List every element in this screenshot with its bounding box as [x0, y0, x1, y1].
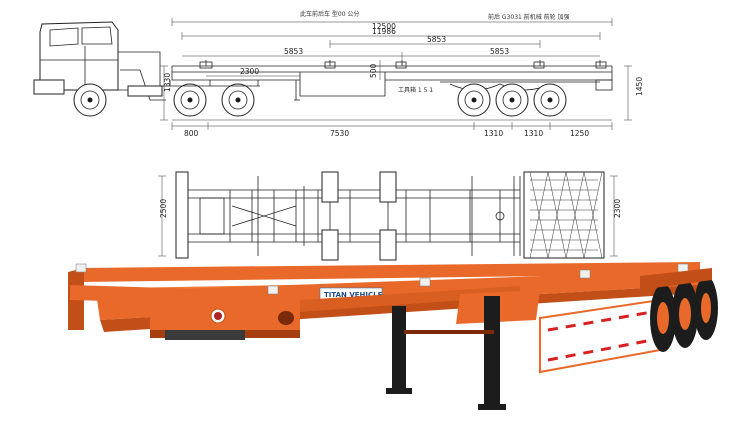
dim-left-height: 1330 [163, 73, 172, 92]
dim-frame-length: 11986 [372, 27, 396, 36]
side-view: 此车前后车 型00 公分 前后 G3031 前机械 前轮 加强 12500 11… [33, 10, 644, 138]
brand-label: TITAN VEHICLE [324, 291, 383, 299]
side-view-note: 前后 G3031 前机械 前轮 加强 [488, 13, 570, 21]
dimension-lines [160, 18, 632, 130]
dim-rear-overhang: 1250 [570, 129, 589, 138]
dim-width-left: 2500 [159, 199, 168, 218]
trailer-photo: TITAN VEHICLE [68, 262, 718, 410]
dim-left-5853: 5853 [284, 47, 303, 56]
dim-wheelbase: 7530 [330, 129, 349, 138]
dim-overall-length: 12500 [372, 22, 396, 31]
dim-height-500: 500 [369, 63, 378, 78]
side-view-title: 此车前后车 型00 公分 [300, 10, 359, 18]
dim-upper-5853: 5853 [427, 35, 446, 44]
side-view-mid-label: 工具箱 1 5 1 [398, 86, 433, 94]
dim-kingpin-2300: 2300 [240, 67, 259, 76]
tread-plate [529, 171, 603, 259]
trailer-frame-side [171, 60, 613, 117]
dim-axle-gap-1: 1310 [484, 129, 503, 138]
dim-right-height: 1450 [635, 77, 644, 96]
top-view: 2500 2300 [158, 171, 622, 261]
dim-lower-5853: 5853 [490, 47, 509, 56]
tractor-truck [33, 21, 260, 117]
dim-width-right: 2300 [613, 199, 622, 218]
dim-front-800: 800 [184, 129, 199, 138]
dim-axle-gap-2: 1310 [524, 129, 543, 138]
